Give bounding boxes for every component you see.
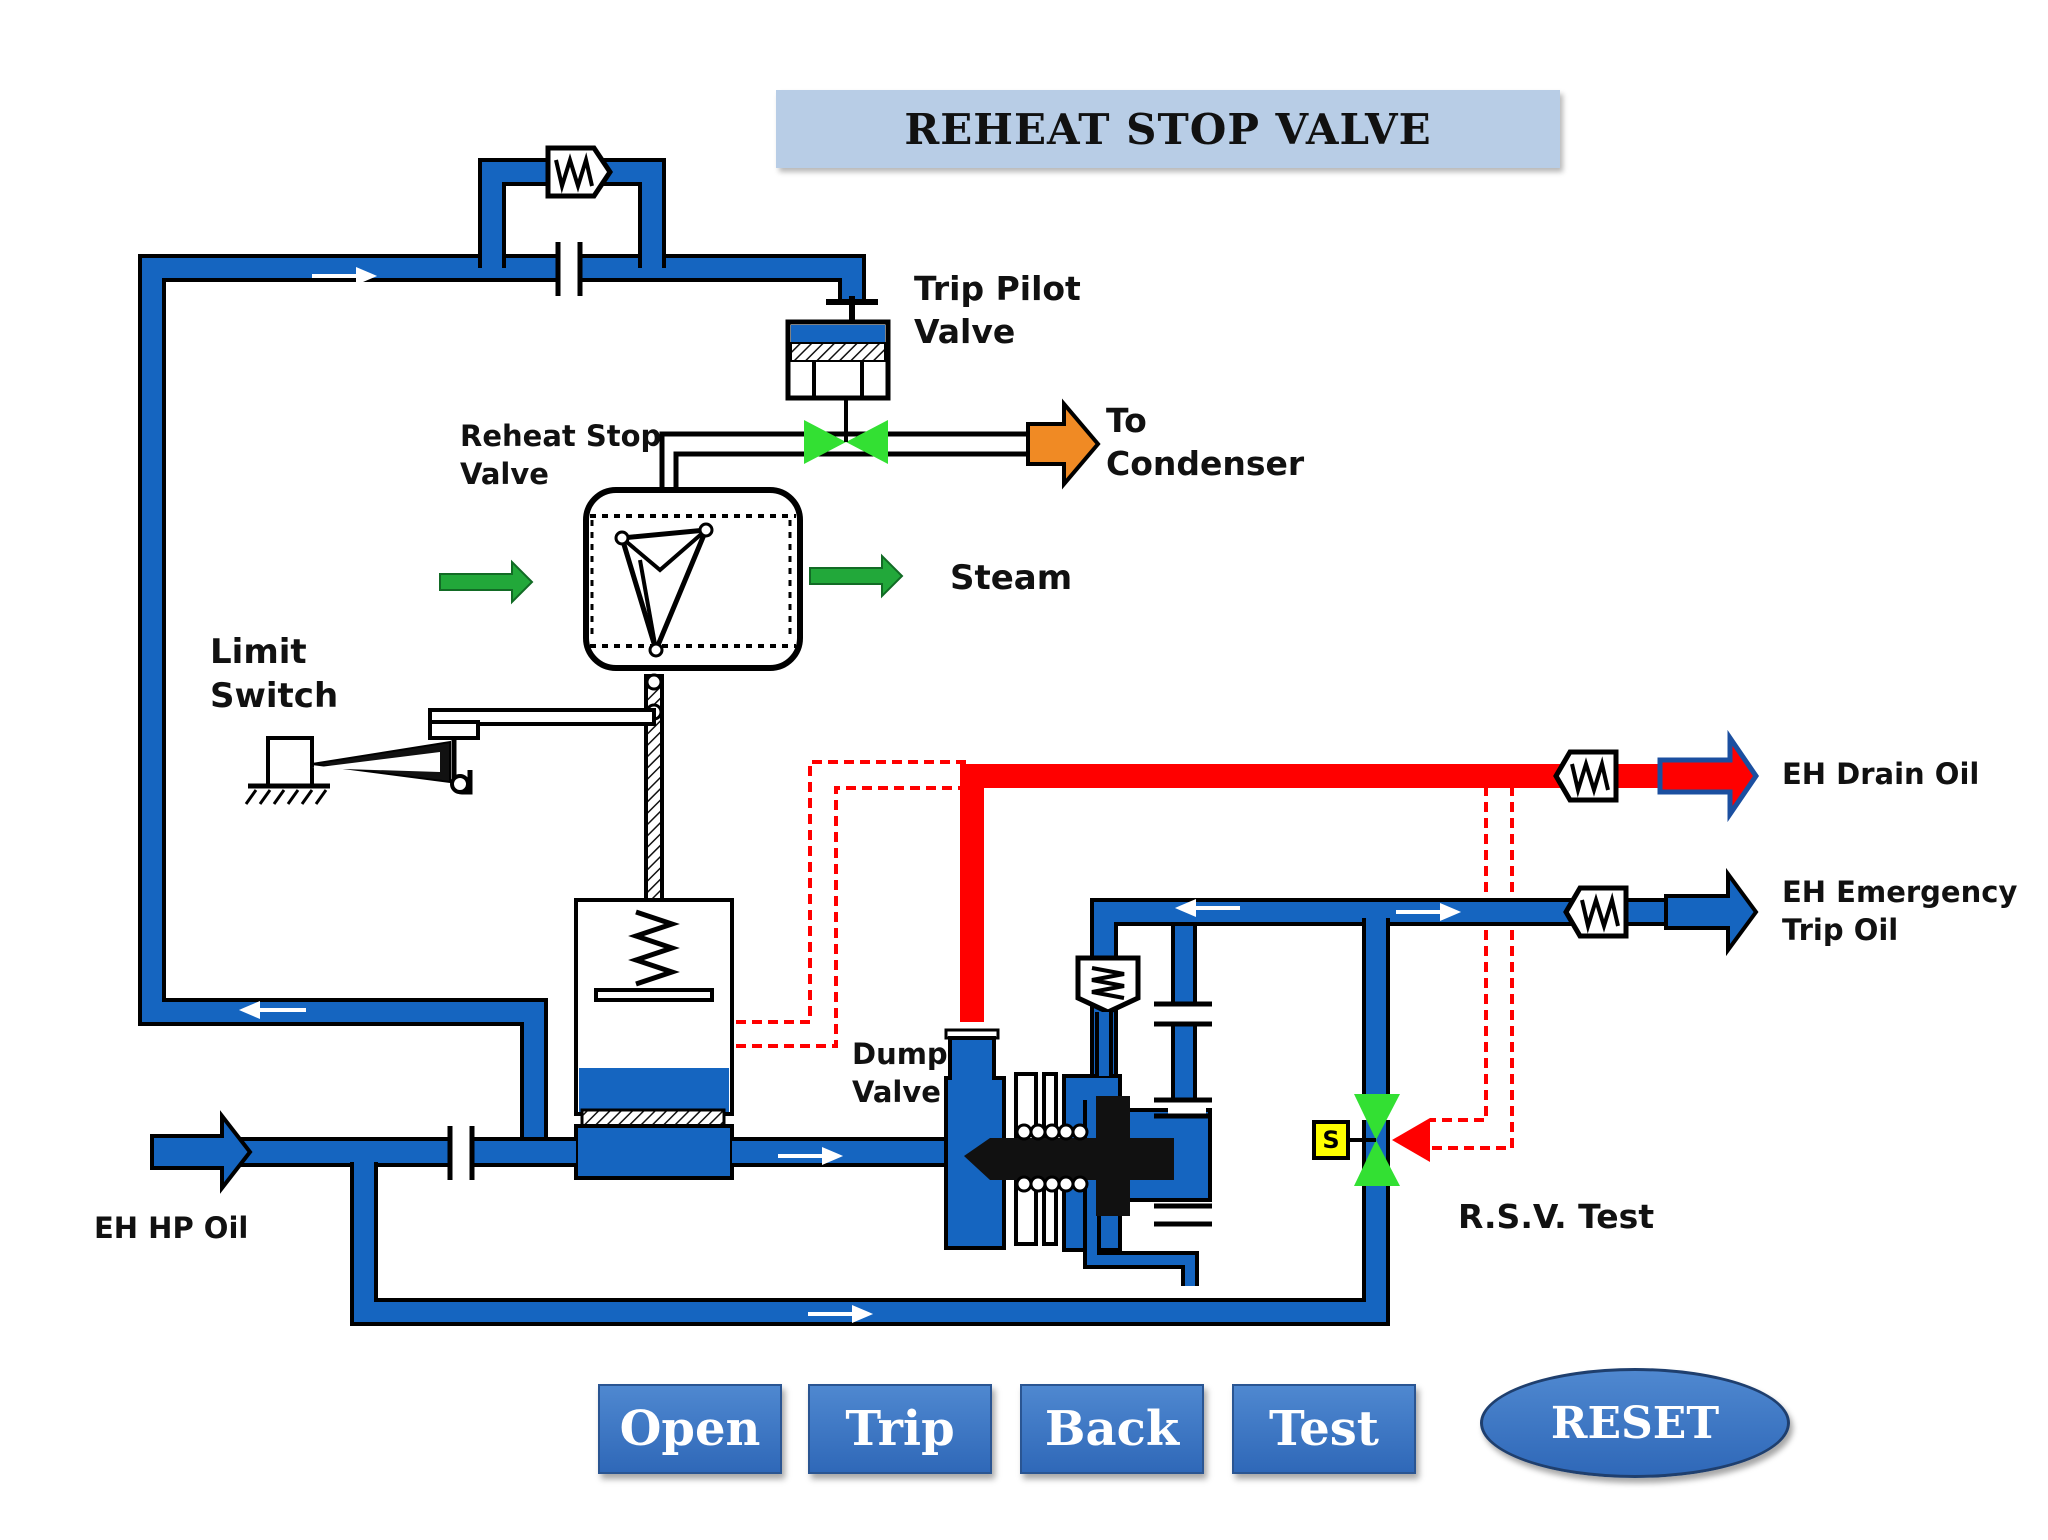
spring-valve-drain [1553, 749, 1619, 803]
solenoid-s: S [1312, 1120, 1350, 1160]
condenser-label-line1: To [1106, 401, 1147, 440]
hp-oil-label: EH HP Oil [94, 1211, 249, 1245]
rsv-label-line1: Reheat Stop [460, 419, 662, 453]
page-title: REHEAT STOP VALVE [776, 90, 1560, 168]
flow-arrows-white-emergency [1174, 898, 1462, 922]
hp-oil-inlet-arrow [150, 1110, 253, 1194]
condenser-arrow [1026, 398, 1101, 490]
actuator-cylinder [574, 898, 734, 1180]
emergency-label-line2: Trip Oil [1782, 912, 1899, 947]
reset-button[interactable]: RESET [1480, 1368, 1790, 1478]
drain-oil-label: EH Drain Oil [1782, 757, 1980, 791]
reheat-stop-valve-body [583, 487, 803, 671]
back-button[interactable]: Back [1020, 1384, 1204, 1474]
condenser-label-line2: Condenser [1106, 443, 1305, 483]
emergency-trip-arrow [1664, 867, 1759, 957]
orifice-top [555, 242, 583, 296]
rsv-label-line2: Valve [460, 456, 549, 491]
steam-arrows [439, 553, 904, 605]
trip-pilot-label-line2: Valve [914, 311, 1016, 351]
emergency-trip-oil-label: EH Emergency Trip Oil [1782, 874, 2017, 949]
orifice-bottom [447, 1126, 475, 1180]
open-button[interactable]: Open [598, 1384, 782, 1474]
trip-button[interactable]: Trip [808, 1384, 992, 1474]
test-button[interactable]: Test [1232, 1384, 1416, 1474]
spring-valve-emergency [1563, 885, 1629, 939]
emergency-label-line1: EH Emergency [1782, 875, 2018, 909]
condenser-lines [659, 431, 1036, 492]
flow-arrows-white [238, 266, 378, 1020]
limit-switch [244, 708, 656, 805]
rsv-test-valve [1346, 1094, 1430, 1186]
reheat-stop-valve-label: Reheat Stop Valve [460, 418, 661, 493]
rsv-test-label: R.S.V. Test [1458, 1197, 1655, 1236]
limit-label-line1: Limit [210, 632, 307, 672]
trip-pilot-label-line1: Trip Pilot [914, 269, 1081, 308]
limit-switch-label: Limit Switch [210, 630, 338, 718]
dump-label-line1: Dump [852, 1037, 948, 1071]
dump-valve [944, 955, 1212, 1286]
steam-label: Steam [950, 558, 1073, 598]
dump-label-line2: Valve [852, 1074, 941, 1109]
spring-valve-top [545, 145, 614, 199]
condenser-label: To Condenser [1106, 400, 1304, 486]
trip-pilot-valve [785, 296, 891, 401]
trip-pilot-label: Trip Pilot Valve [914, 268, 1081, 354]
flow-arrows-white-bottom [778, 1146, 874, 1324]
limit-label-line2: Switch [210, 676, 339, 717]
drain-oil-arrow [1657, 729, 1760, 823]
dump-valve-label: Dump Valve [852, 1036, 948, 1111]
condenser-valve [804, 398, 888, 464]
orifices-right [1154, 1001, 1212, 1227]
